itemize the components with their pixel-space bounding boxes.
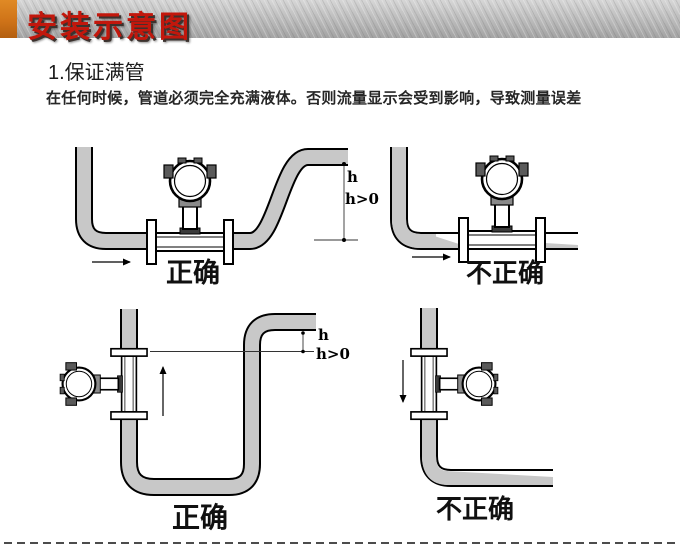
section-body: 在任何时候，管道必须完全充满液体。否则流量显示会受到影响，导致测量误差 [46, 90, 582, 107]
height-dimension: h h>0 [150, 326, 350, 363]
pipe-liquid-vertical [422, 418, 449, 485]
verdict-label-incorrect: 不正确 [436, 494, 514, 525]
liquid-wedge-before-meter [428, 234, 459, 248]
dim-label-h: h [347, 168, 358, 186]
dim-condition-label: h>0 [345, 190, 379, 208]
verdict-label-correct: 正确 [166, 257, 220, 289]
flowmeter-icon [409, 347, 499, 421]
flowmeter-icon [59, 347, 149, 421]
dim-condition-label: h>0 [316, 345, 350, 363]
dim-label-h: h [318, 326, 329, 344]
flowmeter-icon [457, 154, 547, 264]
pipe-outline-loop [120, 313, 316, 496]
pipe-liquid-inlet [392, 147, 436, 248]
flowmeter-icon [145, 156, 235, 266]
header-banner: 安装示意图 [0, 0, 680, 44]
verdict-label-incorrect: 不正确 [466, 258, 544, 289]
diagram-top-right-incorrect: 不正确 [390, 147, 578, 289]
verdict-label-correct: 正确 [172, 501, 228, 534]
section-heading: 1.保证满管 [48, 62, 145, 84]
height-dimension: h h>0 [314, 162, 379, 242]
diagram-bottom-left-correct: h h>0 正确 [59, 309, 350, 534]
liquid-wedge-after-meter [545, 243, 578, 248]
diagram-bottom-right-incorrect: 不正确 [399, 308, 553, 525]
pipe-full-liquid [77, 147, 348, 248]
liquid-wedge-outlet [446, 471, 553, 485]
pipe-loop-liquid [122, 315, 316, 494]
page-title: 安装示意图 [27, 11, 192, 44]
diagram-top-left-correct: h h>0 正确 [75, 147, 379, 289]
header-accent-bar [0, 0, 17, 38]
pipe-outline-outlet [420, 418, 553, 487]
